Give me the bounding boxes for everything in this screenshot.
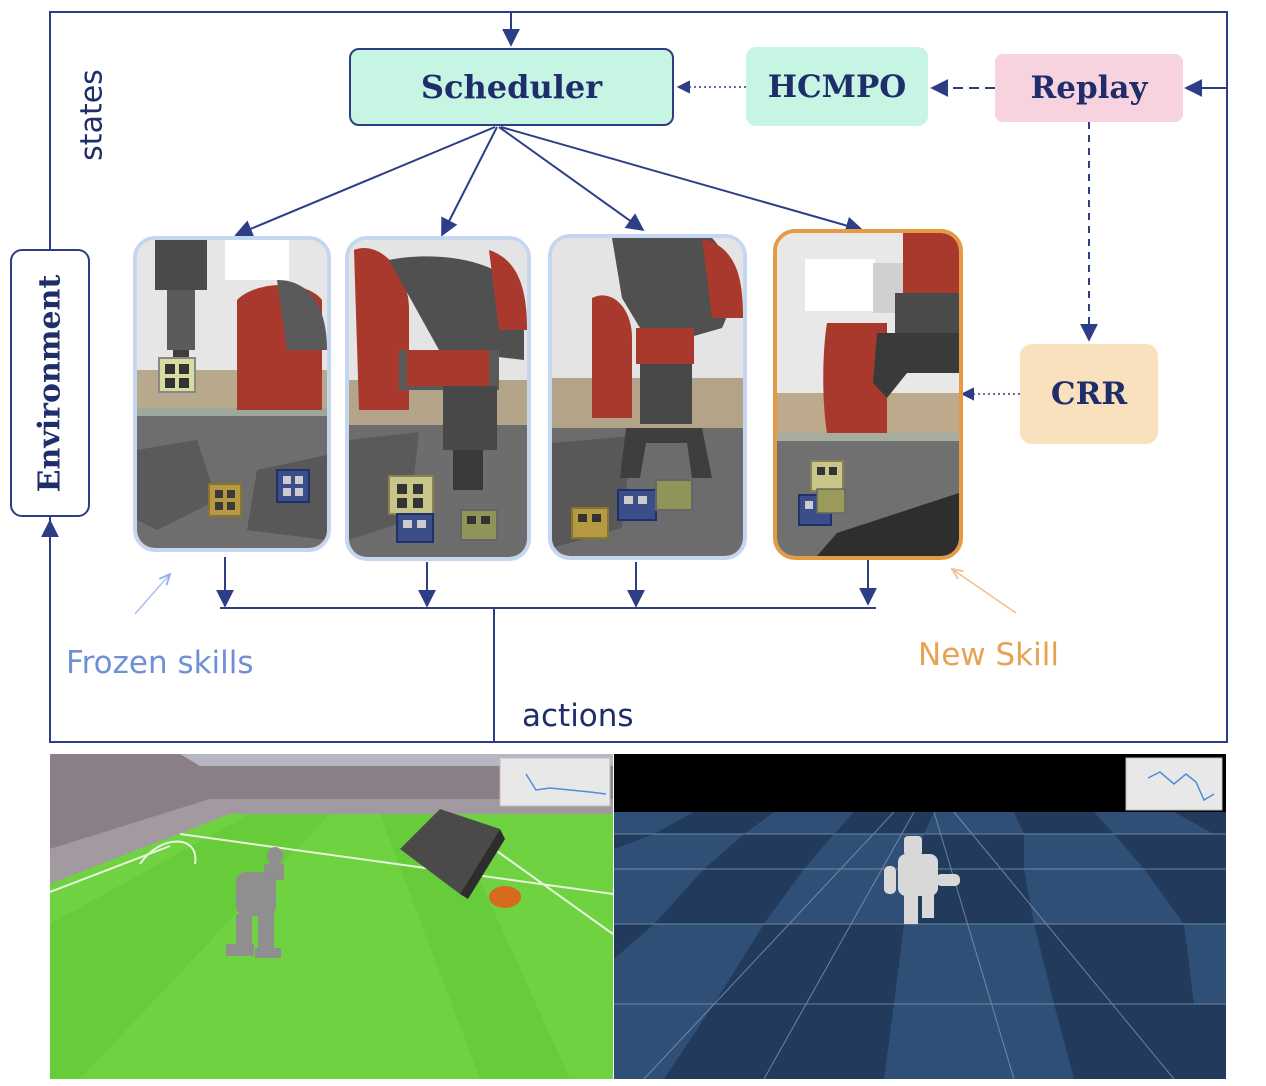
frozen-skills-pointer	[134, 574, 170, 615]
scheduler-label: Scheduler	[420, 68, 603, 106]
crr-label: CRR	[1050, 376, 1128, 412]
new-skill-panel	[773, 229, 963, 560]
soccer-field-image	[50, 754, 613, 1079]
hcmpo-label: HCMPO	[767, 68, 907, 105]
checkerboard-floor-image	[614, 754, 1226, 1079]
new-skill-pointer	[952, 569, 1017, 614]
robot-arm-image	[777, 233, 959, 556]
scheduler-to-skill-1-arrow	[234, 126, 496, 238]
robot-arm-image	[349, 240, 527, 557]
frozen-skill-panel-3	[548, 234, 747, 560]
frozen-skill-panel-2	[345, 236, 531, 561]
frozen-skill-panel-1	[133, 236, 331, 552]
hcmpo-box: HCMPO	[746, 47, 928, 126]
robot-arm-image	[137, 240, 327, 548]
scheduler-to-skill-3-arrow	[498, 126, 645, 232]
scheduler-box: Scheduler	[349, 48, 674, 126]
robot-arm-image	[552, 238, 743, 556]
states-label: states	[74, 69, 110, 161]
environment-label: Environment	[32, 274, 68, 492]
actions-label: actions	[522, 698, 634, 734]
frozen-skills-label: Frozen skills	[66, 645, 254, 681]
crr-box: CRR	[1020, 344, 1158, 444]
environment-box: Environment	[10, 249, 90, 517]
scheduler-to-skill-2-arrow	[441, 126, 498, 237]
replay-box: Replay	[995, 54, 1183, 122]
states-label-wrap: states	[52, 60, 132, 170]
new-skill-label: New Skill	[918, 637, 1059, 673]
scheduler-to-skill-4-arrow	[500, 126, 864, 235]
replay-label: Replay	[1030, 70, 1148, 106]
